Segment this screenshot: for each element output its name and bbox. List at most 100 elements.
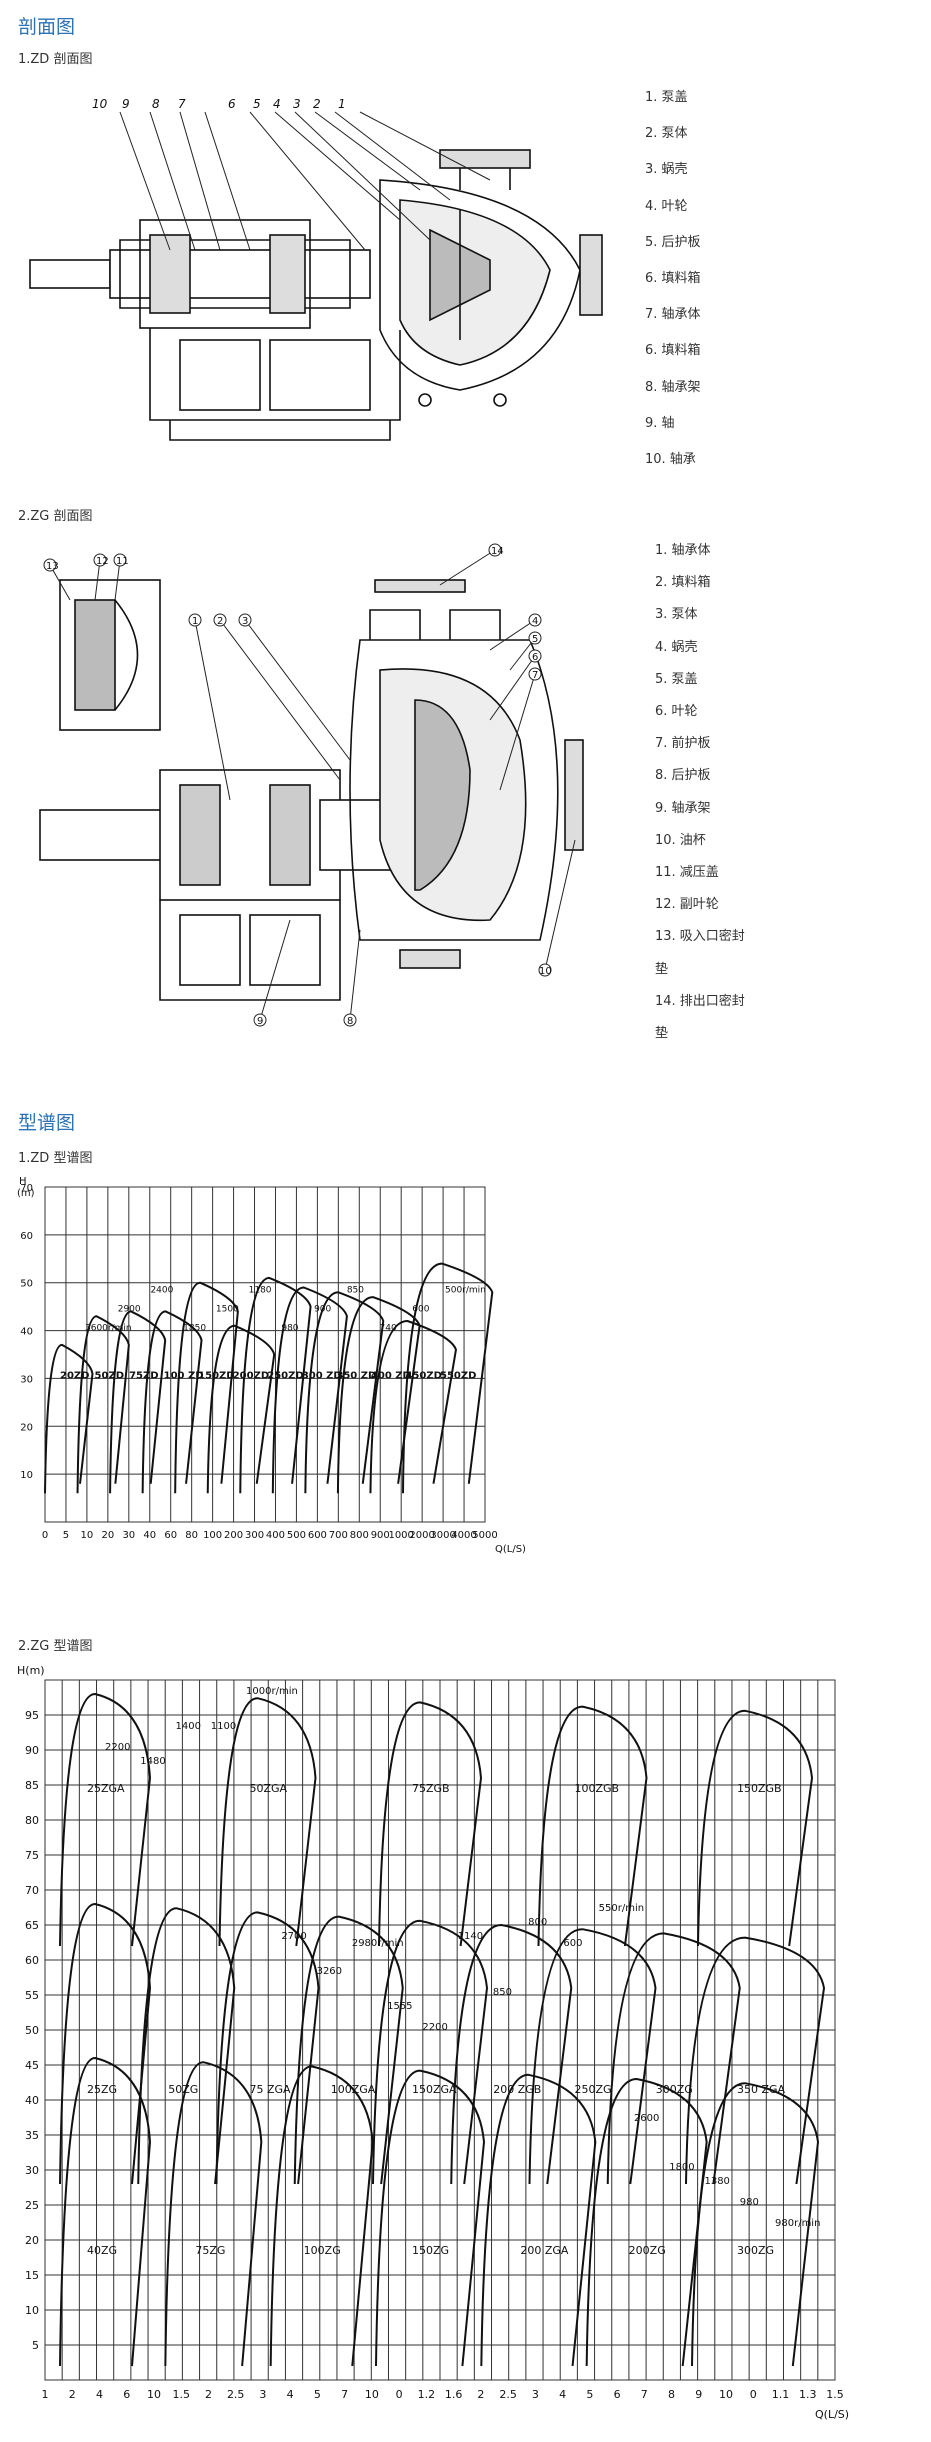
zd-y-axis-unit: (m)	[17, 1188, 35, 1199]
zg-x-tick-label: 1.3	[799, 2388, 817, 2401]
zg-part: 7. 前护板	[655, 736, 711, 752]
zd-speed-label: 740	[380, 1324, 397, 1334]
zd-speed-label: 2400	[150, 1285, 173, 1295]
zg-speed-label: 980r/min	[775, 2218, 820, 2229]
zd-part: 1. 泵盖	[645, 90, 688, 105]
zg-model-curve	[164, 2061, 263, 2367]
zg-y-tick-label: 10	[25, 2304, 39, 2317]
zd-section-subtitle: 1.ZD 剖面图	[18, 52, 93, 67]
zg-part: 8. 后护板	[655, 768, 711, 784]
zg-callout-7: 7	[532, 670, 538, 681]
zg-model-label: 75 ZGA	[250, 2083, 292, 2096]
zg-x-tick-label: 2	[477, 2388, 484, 2401]
zg-y-tick-label: 80	[25, 1814, 39, 1827]
zd-model-label: 200ZD	[233, 1370, 269, 1381]
zg-part: 1. 轴承体	[655, 543, 711, 558]
zg-speed-label: 2600	[634, 2113, 659, 2124]
zg-part: 14. 排出口密封	[655, 993, 745, 1009]
zg-callout-14: 14	[491, 546, 504, 557]
zg-part: 垫	[655, 1026, 669, 1042]
zg-model-label: 200ZG	[629, 2244, 666, 2257]
zg-speed-label: 850	[493, 1987, 512, 1998]
zg-x-tick-label: 1.5	[826, 2388, 844, 2401]
zg-x-tick-label: 1	[42, 2388, 49, 2401]
zg-x-tick-label: 2	[205, 2388, 212, 2401]
zg-part: 2. 填料箱	[655, 575, 711, 591]
zg-model-label: 75ZG	[195, 2244, 225, 2257]
zg-model-curve	[585, 2077, 708, 2367]
zd-part: 2. 泵体	[645, 126, 688, 142]
zd-callout-3: 3	[293, 97, 301, 111]
zg-model-label: 150ZGA	[412, 2083, 457, 2096]
zg-part: 11. 减压盖	[655, 865, 719, 881]
zd-model-curve	[336, 1296, 421, 1494]
zg-x-tick-label: 1.6	[445, 2388, 463, 2401]
zd-x-tick-label: 30	[122, 1530, 135, 1541]
zd-x-tick-label: 10	[81, 1530, 94, 1541]
zg-callout-2: 2	[217, 616, 223, 627]
zd-callout-7: 7	[178, 97, 186, 111]
zg-y-tick-label: 95	[25, 1709, 39, 1722]
zg-x-tick-label: 2.5	[499, 2388, 517, 2401]
zd-x-tick-label: 500	[287, 1530, 306, 1541]
zg-model-label: 250ZG	[575, 2083, 612, 2096]
zd-part: 7. 轴承体	[645, 307, 701, 323]
zg-model-curve	[293, 1915, 404, 2185]
zd-x-tick-label: 600	[308, 1530, 327, 1541]
zg-model-label: 25ZGA	[87, 1782, 125, 1795]
zd-callout-5: 5	[253, 97, 261, 111]
zg-x-tick-label: 5	[314, 2388, 321, 2401]
zd-callout-4: 4	[273, 97, 281, 111]
zd-speed-label: 1850	[183, 1324, 206, 1334]
zd-model-curve	[109, 1310, 167, 1494]
zd-speed-label: 3600r/min	[85, 1324, 132, 1334]
zg-model-label: 350 ZGA	[737, 2083, 786, 2096]
zg-callout-9: 9	[257, 1016, 263, 1027]
zd-speed-label: 500r/min	[445, 1285, 486, 1295]
zg-callout-11: 11	[116, 556, 129, 567]
zg-speed-label: 1380	[704, 2176, 729, 2187]
zg-model-curve	[528, 1928, 657, 2185]
zd-model-curve	[402, 1262, 494, 1494]
zd-model-label: 350 ZD	[336, 1370, 376, 1381]
zd-part: 5. 后护板	[645, 234, 701, 250]
zg-speed-label: 3260	[317, 1966, 342, 1977]
zd-x-tick-label: 700	[329, 1530, 348, 1541]
section-title: 剖面图	[18, 16, 76, 38]
zg-model-label: 200 ZGA	[520, 2244, 569, 2257]
zg-model-curve	[59, 2056, 152, 2367]
zg-x-tick-label: 4	[287, 2388, 294, 2401]
zg-callout-10: 10	[539, 966, 552, 977]
zd-speed-label: 1500	[216, 1304, 239, 1314]
zd-parts-legend: 1. 泵盖 2. 泵体 3. 蜗壳 4. 叶轮 5. 后护板 6. 填料箱 7.…	[645, 80, 701, 478]
zg-x-tick-label: 3	[532, 2388, 539, 2401]
zd-callout-6: 6	[228, 97, 236, 111]
zg-model-label: 100ZG	[304, 2244, 341, 2257]
zd-x-tick-label: 200	[224, 1530, 243, 1541]
zd-x-tick-label: 2000	[409, 1530, 434, 1541]
zg-speed-label: 1800	[669, 2162, 694, 2173]
chart-section-title: 型谱图	[18, 1112, 76, 1134]
zd-model-curve	[239, 1276, 312, 1494]
zd-model-curve	[206, 1324, 276, 1494]
zg-y-tick-label: 75	[25, 1849, 39, 1862]
zg-model-label: 100ZGA	[331, 2083, 376, 2096]
zd-x-axis-label: Q(L/S)	[495, 1544, 526, 1555]
zg-speed-label: 980	[740, 2197, 759, 2208]
zg-speed-label: 550r/min	[599, 1903, 644, 1914]
zg-model-label: 150ZG	[412, 2244, 449, 2257]
zd-model-curve	[304, 1291, 385, 1494]
zg-model-label: 50ZGA	[250, 1782, 288, 1795]
zg-part: 10. 油杯	[655, 832, 706, 848]
zg-model-curve	[378, 1701, 483, 1947]
zg-x-tick-label: 4	[559, 2388, 566, 2401]
zd-speed-label: 850	[347, 1285, 364, 1295]
zg-x-tick-label: 2.5	[227, 2388, 245, 2401]
zg-callout-13: 13	[46, 561, 59, 572]
zd-part: 9. 轴	[645, 415, 675, 431]
zg-part: 5. 泵盖	[655, 671, 698, 687]
zd-y-tick-label: 50	[20, 1279, 33, 1290]
zd-callout-10: 10	[92, 97, 108, 111]
zg-model-label: 25ZG	[87, 2083, 117, 2096]
